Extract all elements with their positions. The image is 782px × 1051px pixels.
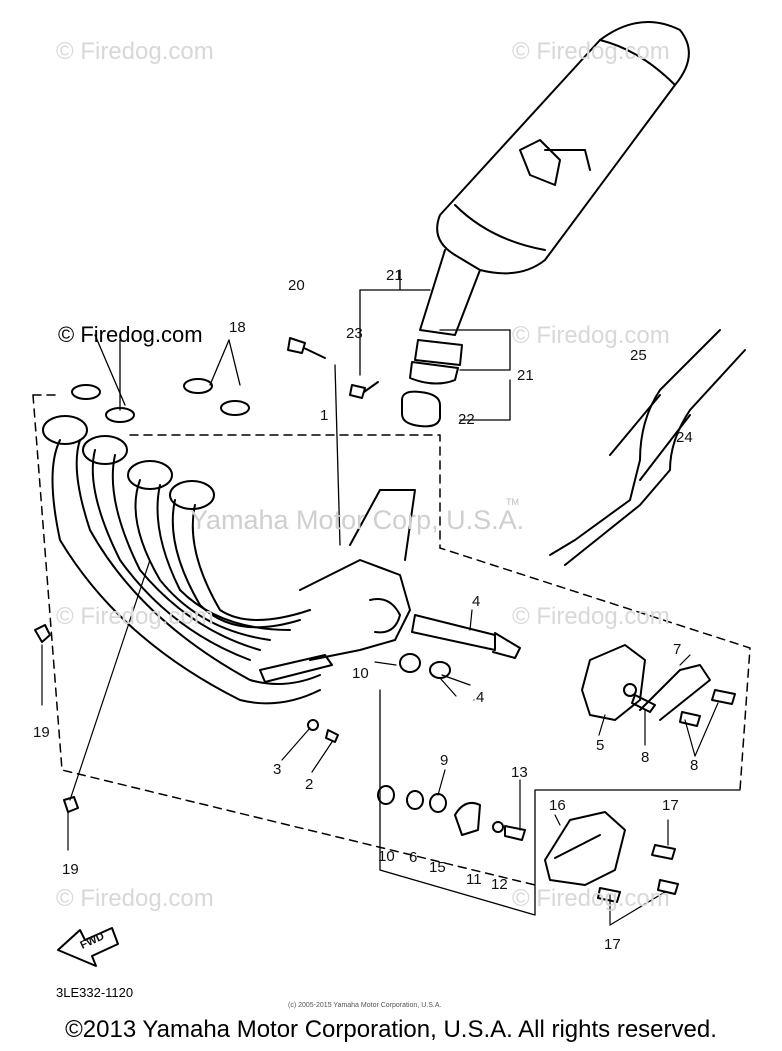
- joint-pipe-4: [399, 614, 521, 679]
- callout-19b: 19: [62, 861, 79, 878]
- callout-15: 15: [429, 859, 446, 876]
- callout-23: 23: [346, 325, 363, 342]
- footer-copyright: ©2013 Yamaha Motor Corporation, U.S.A. A…: [65, 1016, 717, 1043]
- callout-3: 3: [273, 761, 282, 778]
- bolt-17a: [651, 844, 676, 860]
- callout-25: 25: [630, 347, 647, 364]
- cover-16: [544, 811, 626, 886]
- watermark-firedog-8: © Firedog.com: [512, 885, 670, 912]
- gasket-18d: [220, 400, 250, 416]
- gasket-18c: [183, 378, 213, 394]
- bolt-8c: [711, 689, 736, 705]
- small-parts: [377, 785, 526, 841]
- bolt-8b: [679, 711, 701, 727]
- watermark-firedog-6: © Firedog.com: [512, 603, 670, 630]
- callout-22: 22: [458, 411, 475, 428]
- callout-8a: 8: [641, 749, 650, 766]
- bolt-17c: [657, 879, 679, 895]
- callout-17a: 17: [662, 797, 679, 814]
- callout-21b: 21: [517, 367, 534, 384]
- callout-9: 9: [440, 752, 449, 769]
- watermark-firedog-1: © Firedog.com: [56, 38, 214, 65]
- gasket-18b: [105, 407, 135, 423]
- callout-20: 20: [288, 277, 305, 294]
- bolt-17b: [597, 887, 621, 903]
- watermark-tm: TM: [506, 497, 519, 507]
- callout-10a: 10: [352, 665, 369, 682]
- callout-12: 12: [491, 876, 508, 893]
- watermark-firedog-2: © Firedog.com: [512, 38, 670, 65]
- washer-3: [307, 719, 319, 731]
- callout-1: 1: [320, 407, 329, 424]
- callout-21a: 21: [386, 267, 403, 284]
- callout-8b: 8: [690, 757, 699, 774]
- bracket-5: [581, 644, 711, 721]
- callout-19a: 19: [33, 724, 50, 741]
- nut-19b: [63, 796, 79, 813]
- callout-6: 6: [409, 849, 418, 866]
- exhaust-headers: [42, 415, 416, 705]
- watermark-firedog-3: © Firedog.com: [58, 322, 203, 347]
- watermark-firedog-7: © Firedog.com: [56, 885, 214, 912]
- callout-10b: 10: [378, 848, 395, 865]
- gasket-22: [401, 390, 441, 428]
- callout-17b: 17: [604, 936, 621, 953]
- bolt-23: [349, 381, 379, 399]
- nut-19a: [34, 624, 51, 643]
- bolt-2: [325, 729, 339, 743]
- assembly-boundary: [32, 394, 751, 886]
- callout-4a: 4: [472, 593, 481, 610]
- watermark-firedog-5: © Firedog.com: [56, 603, 214, 630]
- callout-11: 11: [466, 871, 482, 888]
- bolt-20: [287, 337, 326, 359]
- callout-13: 13: [511, 764, 528, 781]
- throttle-cables: [549, 329, 746, 566]
- muffler: [409, 21, 690, 385]
- callout-2: 2: [305, 776, 314, 793]
- callout-24: 24: [676, 429, 693, 446]
- fwd-arrow: [57, 927, 119, 967]
- callout-5: 5: [596, 737, 605, 754]
- callout-16: 16: [549, 797, 566, 814]
- gasket-18a: [71, 384, 101, 400]
- small-copyright: (c) 2005-2015 Yamaha Motor Corporation, …: [288, 1002, 442, 1009]
- callout-7: 7: [673, 641, 682, 658]
- callout-18: 18: [229, 319, 246, 336]
- diagram-code: 3LE332-1120: [56, 985, 134, 1000]
- watermark-yamaha: Yamaha Motor Corp, U.S.A.: [190, 505, 525, 535]
- watermark-firedog-4: © Firedog.com: [512, 322, 670, 349]
- bolt-8a: [631, 694, 656, 713]
- callout-4b: 4: [476, 689, 485, 706]
